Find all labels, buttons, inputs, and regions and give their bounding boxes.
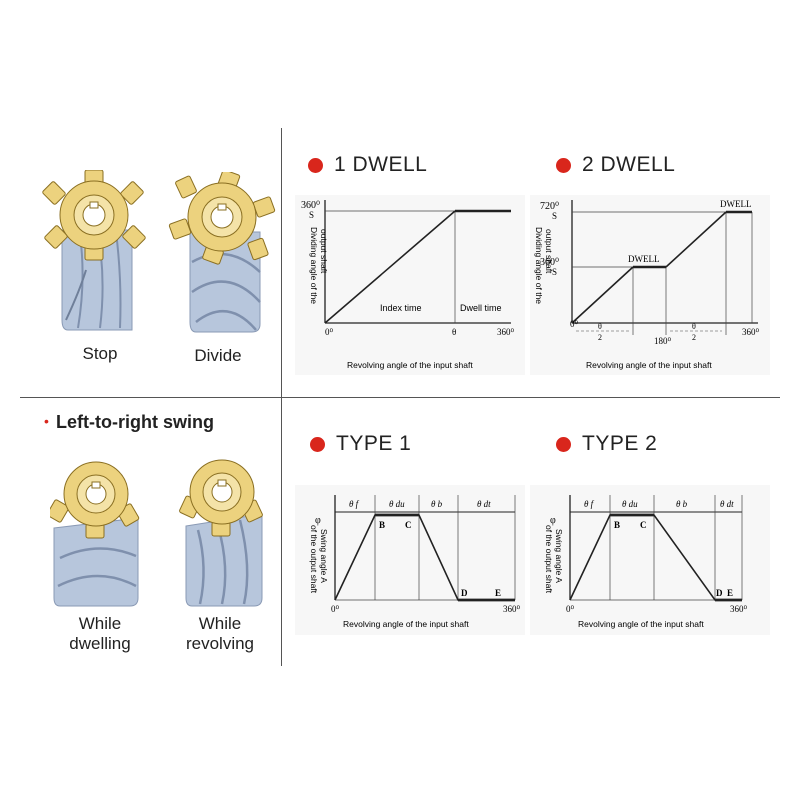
dwell2-rise-1 <box>571 266 634 324</box>
type2-theta-dt: θ dt <box>720 499 734 509</box>
type2-x-axis-label: Revolving angle of the input shaft <box>578 619 704 629</box>
dwell1-title: 1 DWELL <box>334 153 428 176</box>
type1-point-E: E <box>495 588 501 598</box>
type1-diagram: θ f θ du θ b θ dt B C D E 0⁰ 360⁰ Revolv… <box>295 485 525 635</box>
dwell2-y-mid-sub: S <box>552 267 557 277</box>
dwell2-red-dot <box>556 158 571 173</box>
dwell2-dwell-mid: DWELL <box>628 254 660 264</box>
type2-phi: φ <box>550 515 556 526</box>
dwell2-y-axis-label-1: Dividing angle of the <box>534 227 544 304</box>
dwell1-y-top-sub: S <box>309 210 314 220</box>
type1-point-C: C <box>405 520 412 530</box>
horizontal-divider <box>20 397 780 398</box>
dwell2-y-axis-label-2: output shaft <box>544 229 554 274</box>
dwell2-origin: 0⁰ <box>570 319 579 329</box>
dwell2-diagram: 720⁰ S 360⁰ S DWELL DWELL 0⁰ θ 2 θ 2 180… <box>530 195 770 375</box>
dwelling-gear-illustration <box>50 461 140 607</box>
type1-x-axis-label: Revolving angle of the input shaft <box>343 619 469 629</box>
revolving-label-line1: While <box>198 614 242 633</box>
type2-diagram: θ f θ du θ b θ dt B C D E 0⁰ 360⁰ Revolv… <box>530 485 770 635</box>
dwell1-y-axis-label-2: output shaft <box>319 229 329 274</box>
dwell2-x-axis-label: Revolving angle of the input shaft <box>586 360 712 370</box>
revolving-gear-illustration <box>179 459 263 607</box>
swing-heading: Left-to-right swing <box>56 412 214 432</box>
dwell2-title: 2 DWELL <box>582 153 676 176</box>
type2-y-axis-label-2: of the output shaft <box>544 525 554 594</box>
dwelling-label-line2: dwelling <box>69 634 131 653</box>
type1-phi: φ <box>315 515 321 526</box>
type2-theta-b: θ b <box>676 499 688 509</box>
dwell2-half-den-1: 2 <box>598 333 602 342</box>
type1-origin: 0⁰ <box>331 604 340 614</box>
type2-x-end: 360⁰ <box>730 604 748 614</box>
dwell1-x-axis-label: Revolving angle of the input shaft <box>347 360 473 370</box>
dwell2-y-top-label: 720⁰ <box>540 201 559 212</box>
dwell1-index-line <box>324 210 456 324</box>
type1-theta-du: θ du <box>389 499 405 509</box>
dwelling-label-line1: While <box>78 614 122 633</box>
type2-point-D: D <box>716 588 723 598</box>
type1-x-end: 360⁰ <box>503 604 521 614</box>
type2-origin: 0⁰ <box>566 604 575 614</box>
dwell2-mid-tick: 180⁰ <box>654 336 672 346</box>
dwell1-red-dot <box>308 158 323 173</box>
type2-theta-du: θ du <box>622 499 638 509</box>
dwell2-half-den-2: 2 <box>692 333 696 342</box>
dwell1-dwell-time: Dwell time <box>460 303 502 313</box>
type2-theta-f: θ f <box>584 499 595 509</box>
type1-title: TYPE 1 <box>336 432 412 455</box>
type1-theta-b: θ b <box>431 499 443 509</box>
dwell1-origin: 0⁰ <box>325 327 334 337</box>
swing-bullet: • <box>44 413 49 429</box>
divide-label: Divide <box>194 346 242 365</box>
type2-red-dot <box>556 437 571 452</box>
type2-point-E: E <box>727 588 733 598</box>
type2-point-B: B <box>614 520 620 530</box>
dwell2-dwell-top: DWELL <box>720 199 752 209</box>
dwell1-index-time: Index time <box>380 303 422 313</box>
stop-gear-illustration <box>42 170 146 331</box>
type1-red-dot <box>310 437 325 452</box>
dwell1-theta: θ <box>452 327 456 337</box>
divide-gear-illustration <box>168 172 276 333</box>
dwell1-y-top-label: 360⁰ <box>301 200 320 211</box>
dwell1-diagram: 360⁰ S Index time Dwell time 0⁰ θ 360⁰ R… <box>295 195 525 375</box>
dwell2-y-mid-label: 360⁰ <box>540 257 559 268</box>
type2-y-axis-label-1: Swing angle A <box>554 529 564 583</box>
stop-label: Stop <box>82 344 118 363</box>
type2-title: TYPE 2 <box>582 432 658 455</box>
dwell2-rise-2 <box>665 211 727 268</box>
type1-theta-dt: θ dt <box>477 499 491 509</box>
dwell1-x-end: 360⁰ <box>497 327 515 337</box>
revolving-label-line2: revolving <box>185 634 255 653</box>
dwell1-y-axis-label-1: Dividing angle of the <box>309 227 319 304</box>
dwell2-x-end: 360⁰ <box>742 327 760 337</box>
dwell2-y-top-sub: S <box>552 211 557 221</box>
type1-y-axis-label-1: Swing angle A <box>319 529 329 583</box>
dwell2-half-theta-1: θ <box>598 322 602 331</box>
type1-point-D: D <box>461 588 468 598</box>
type2-point-C: C <box>640 520 647 530</box>
type1-point-B: B <box>379 520 385 530</box>
type1-theta-f: θ f <box>349 499 360 509</box>
type1-y-axis-label-2: of the output shaft <box>309 525 319 594</box>
dwell2-half-theta-2: θ <box>692 322 696 331</box>
